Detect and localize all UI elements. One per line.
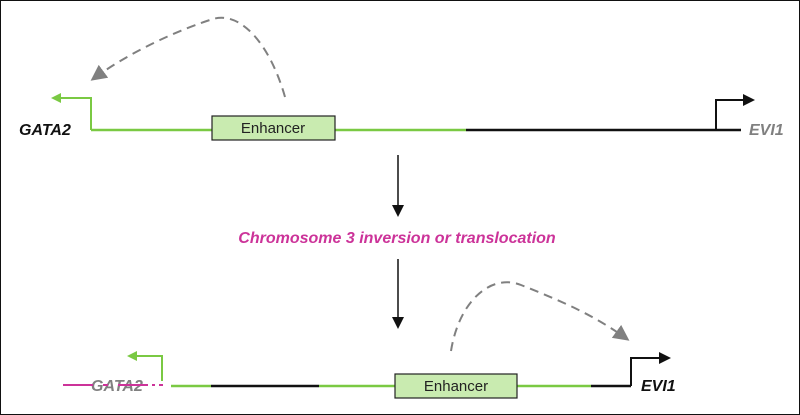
top-enhancer-box bbox=[211, 115, 336, 141]
bottom-locus: Enhancer GATA2 EVI1 bbox=[63, 281, 676, 399]
chromosome-event-label: Chromosome 3 inversion or translocation bbox=[238, 230, 556, 247]
top-gata2-label: GATA2 bbox=[19, 122, 71, 139]
bottom-gata2-promoter-arrow-icon bbox=[127, 351, 163, 381]
bottom-evi1-promoter-arrow-icon bbox=[630, 352, 671, 386]
bottom-evi1-label: EVI1 bbox=[641, 378, 676, 395]
bottom-enhancer-activity-dashed-arrow bbox=[450, 281, 630, 352]
top-locus: Enhancer GATA2 EVI1 bbox=[19, 16, 784, 141]
transition-arrows: Chromosome 3 inversion or translocation bbox=[238, 155, 556, 329]
top-enhancer-label: Enhancer bbox=[241, 120, 305, 137]
bottom-enhancer-label: Enhancer bbox=[424, 378, 488, 395]
top-enhancer-activity-dashed-arrow bbox=[90, 16, 286, 98]
top-evi1-label: EVI1 bbox=[749, 122, 784, 139]
evi1-promoter-arrow-icon bbox=[715, 94, 755, 130]
bottom-gata2-label: GATA2 bbox=[91, 378, 143, 395]
bottom-enhancer-box bbox=[394, 373, 518, 399]
gata2-promoter-arrow-icon bbox=[51, 93, 92, 130]
